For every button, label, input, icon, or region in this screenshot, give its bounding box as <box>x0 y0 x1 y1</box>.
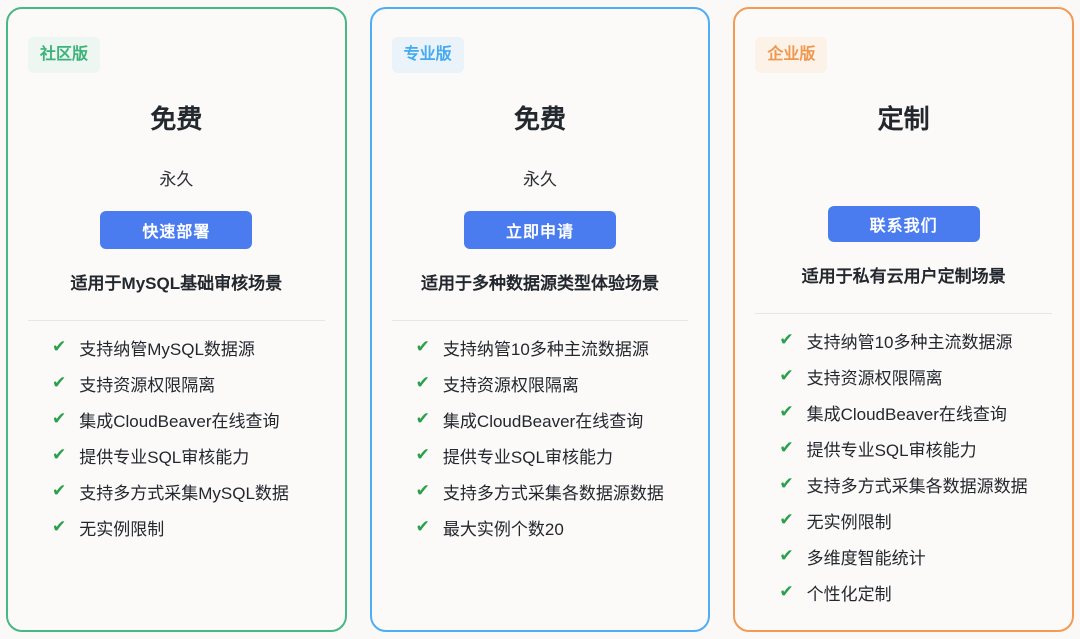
feature-item: ✔ 多维度智能统计 <box>779 538 1052 574</box>
price-text: 定制 <box>877 104 930 134</box>
feature-label: 多维度智能统计 <box>806 548 926 568</box>
apply-now-button[interactable]: 立即申请 <box>464 211 616 250</box>
feature-item: ✔ 提供专业SQL审核能力 <box>779 430 1052 466</box>
check-icon: ✔ <box>52 481 67 501</box>
feature-item: ✔ 支持资源权限隔离 <box>779 358 1052 394</box>
feature-list: ✔ 支持纳管MySQL数据源 ✔ 支持资源权限隔离 ✔ 集成CloudBeaver在线… <box>28 329 325 545</box>
check-icon: ✔ <box>415 373 430 393</box>
edition-badge: 企业版 <box>755 37 828 73</box>
feature-item: ✔ 集成CloudBeaver在线查询 <box>779 394 1052 430</box>
feature-item: ✔ 支持多方式采集各数据源数据 <box>416 473 689 509</box>
quick-deploy-button[interactable]: 快速部署 <box>100 211 253 250</box>
check-icon: ✔ <box>779 582 794 601</box>
feature-label: 支持资源权限隔离 <box>806 368 943 388</box>
feature-label: 无实例限制 <box>79 519 165 539</box>
check-icon: ✔ <box>52 409 67 429</box>
contact-us-button[interactable]: 联系我们 <box>827 206 980 242</box>
feature-label: 提供专业SQL审核能力 <box>79 447 250 467</box>
feature-label: 支持纳管MySQL数据源 <box>79 339 255 359</box>
feature-item: ✔ 个性化定制 <box>779 574 1052 610</box>
feature-label: 集成CloudBeaver在线查询 <box>442 411 644 431</box>
check-icon: ✔ <box>52 373 67 393</box>
check-icon: ✔ <box>415 337 430 357</box>
feature-item: ✔ 无实例限制 <box>779 502 1052 538</box>
check-icon: ✔ <box>52 445 67 465</box>
feature-label: 提供专业SQL审核能力 <box>442 447 613 467</box>
divider <box>28 320 325 322</box>
feature-label: 支持纳管10多种主流数据源 <box>806 332 1013 352</box>
feature-label: 支持纳管10多种主流数据源 <box>442 339 649 359</box>
feature-label: 无实例限制 <box>806 512 892 532</box>
feature-label: 最大实例个数20 <box>442 519 564 539</box>
feature-label: 个性化定制 <box>806 584 892 604</box>
feature-label: 支持资源权限隔离 <box>79 375 216 395</box>
feature-label: 支持多方式采集MySQL数据 <box>79 483 289 503</box>
feature-label: 支持多方式采集各数据源数据 <box>806 476 1028 496</box>
feature-item: ✔ 支持纳管MySQL数据源 <box>52 329 325 365</box>
feature-item: ✔ 集成CloudBeaver在线查询 <box>416 401 689 437</box>
feature-item: ✔ 提供专业SQL审核能力 <box>416 437 689 473</box>
check-icon: ✔ <box>415 409 430 429</box>
feature-item: ✔ 支持纳管10多种主流数据源 <box>779 322 1052 358</box>
duration-text: 永久 <box>523 170 557 190</box>
price-text: 免费 <box>150 104 203 134</box>
pricing-card-community: 社区版 免费 永久 快速部署 适用于MySQL基础审核场景 ✔ 支持纳管MySQL… <box>6 7 347 632</box>
feature-item: ✔ 支持资源权限隔离 <box>416 365 689 401</box>
check-icon: ✔ <box>779 546 794 565</box>
use-case-description: 适用于多种数据源类型体验场景 <box>421 274 659 294</box>
edition-badge: 专业版 <box>391 37 464 73</box>
feature-label: 支持多方式采集各数据源数据 <box>442 483 664 503</box>
feature-label: 集成CloudBeaver在线查询 <box>806 404 1007 424</box>
feature-item: ✔ 支持纳管10多种主流数据源 <box>416 329 689 365</box>
feature-label: 支持资源权限隔离 <box>442 375 579 395</box>
check-icon: ✔ <box>415 445 430 465</box>
check-icon: ✔ <box>779 474 794 493</box>
feature-label: 提供专业SQL审核能力 <box>806 440 977 460</box>
check-icon: ✔ <box>52 337 67 357</box>
feature-item: ✔ 支持多方式采集MySQL数据 <box>52 473 325 509</box>
feature-item: ✔ 集成CloudBeaver在线查询 <box>52 401 325 437</box>
feature-item: ✔ 支持资源权限隔离 <box>52 365 325 401</box>
duration-text <box>755 165 1052 185</box>
check-icon: ✔ <box>779 438 794 457</box>
divider <box>391 320 689 322</box>
check-icon: ✔ <box>779 330 794 349</box>
check-icon: ✔ <box>415 517 430 537</box>
feature-list: ✔ 支持纳管10多种主流数据源 ✔ 支持资源权限隔离 ✔ 集成CloudBeaver在… <box>755 322 1052 610</box>
use-case-description: 适用于私有云用户定制场景 <box>801 267 1006 286</box>
feature-item: ✔ 无实例限制 <box>52 509 325 545</box>
check-icon: ✔ <box>415 481 430 501</box>
use-case-description: 适用于MySQL基础审核场景 <box>70 274 283 294</box>
check-icon: ✔ <box>779 510 794 529</box>
feature-item: ✔ 提供专业SQL审核能力 <box>52 437 325 473</box>
feature-list: ✔ 支持纳管10多种主流数据源 ✔ 支持资源权限隔离 ✔ 集成CloudBeaver在… <box>392 329 689 545</box>
pricing-card-enterprise: 企业版 定制 联系我们 适用于私有云用户定制场景 ✔ 支持纳管10多种主流数据源 … <box>733 7 1075 632</box>
check-icon: ✔ <box>779 402 794 421</box>
pricing-card-professional: 专业版 免费 永久 立即申请 适用于多种数据源类型体验场景 ✔ 支持纳管10多种主… <box>369 7 711 632</box>
duration-text: 永久 <box>159 170 194 190</box>
feature-item: ✔ 支持多方式采集各数据源数据 <box>779 466 1052 502</box>
check-icon: ✔ <box>52 517 67 537</box>
edition-badge: 社区版 <box>28 37 101 73</box>
check-icon: ✔ <box>779 366 794 385</box>
feature-label: 集成CloudBeaver在线查询 <box>79 411 280 431</box>
price-text: 免费 <box>514 104 567 134</box>
divider <box>755 313 1053 314</box>
feature-item: ✔ 最大实例个数20 <box>416 509 689 545</box>
